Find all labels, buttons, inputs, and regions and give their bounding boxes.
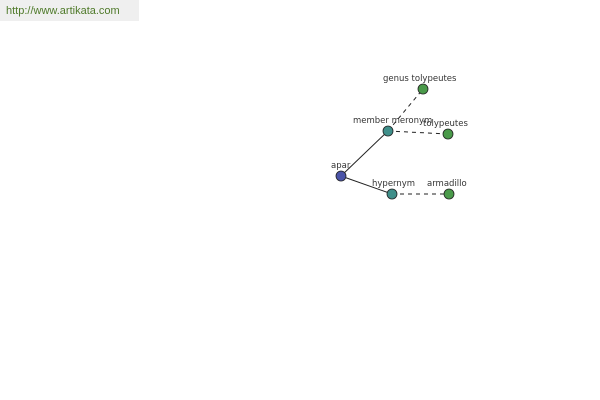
node-apar[interactable]: [335, 170, 347, 182]
edge-member-meronym-to-genus-tolypeutes: [387, 88, 424, 132]
node-member-meronym[interactable]: [382, 125, 394, 137]
node-label-tolypeutes[interactable]: tolypeutes: [423, 119, 468, 129]
edges-layer: [340, 88, 449, 195]
labels-layer: apar member meronym hypernym genus tolypeut…: [331, 74, 468, 189]
site-url-link[interactable]: http://www.artikata.com: [6, 5, 120, 17]
node-label-apar[interactable]: apar: [331, 161, 351, 171]
nodes-layer: [335, 83, 455, 200]
edge-member-meronym-to-tolypeutes: [387, 130, 449, 135]
node-armadillo[interactable]: [443, 188, 455, 200]
edge-apar-to-member-meronym: [340, 130, 389, 177]
node-tolypeutes[interactable]: [442, 128, 454, 140]
edge-apar-to-hypernym: [340, 175, 393, 195]
node-label-member-meronym[interactable]: member meronym: [353, 116, 432, 126]
node-label-genus-tolypeutes[interactable]: genus tolypeutes: [383, 74, 457, 84]
node-label-hypernym[interactable]: hypernym: [372, 179, 415, 189]
node-hypernym[interactable]: [386, 188, 398, 200]
node-genus-tolypeutes[interactable]: [417, 83, 429, 95]
url-bar: http://www.artikata.com: [0, 0, 139, 21]
node-label-armadillo[interactable]: armadillo: [427, 179, 467, 189]
